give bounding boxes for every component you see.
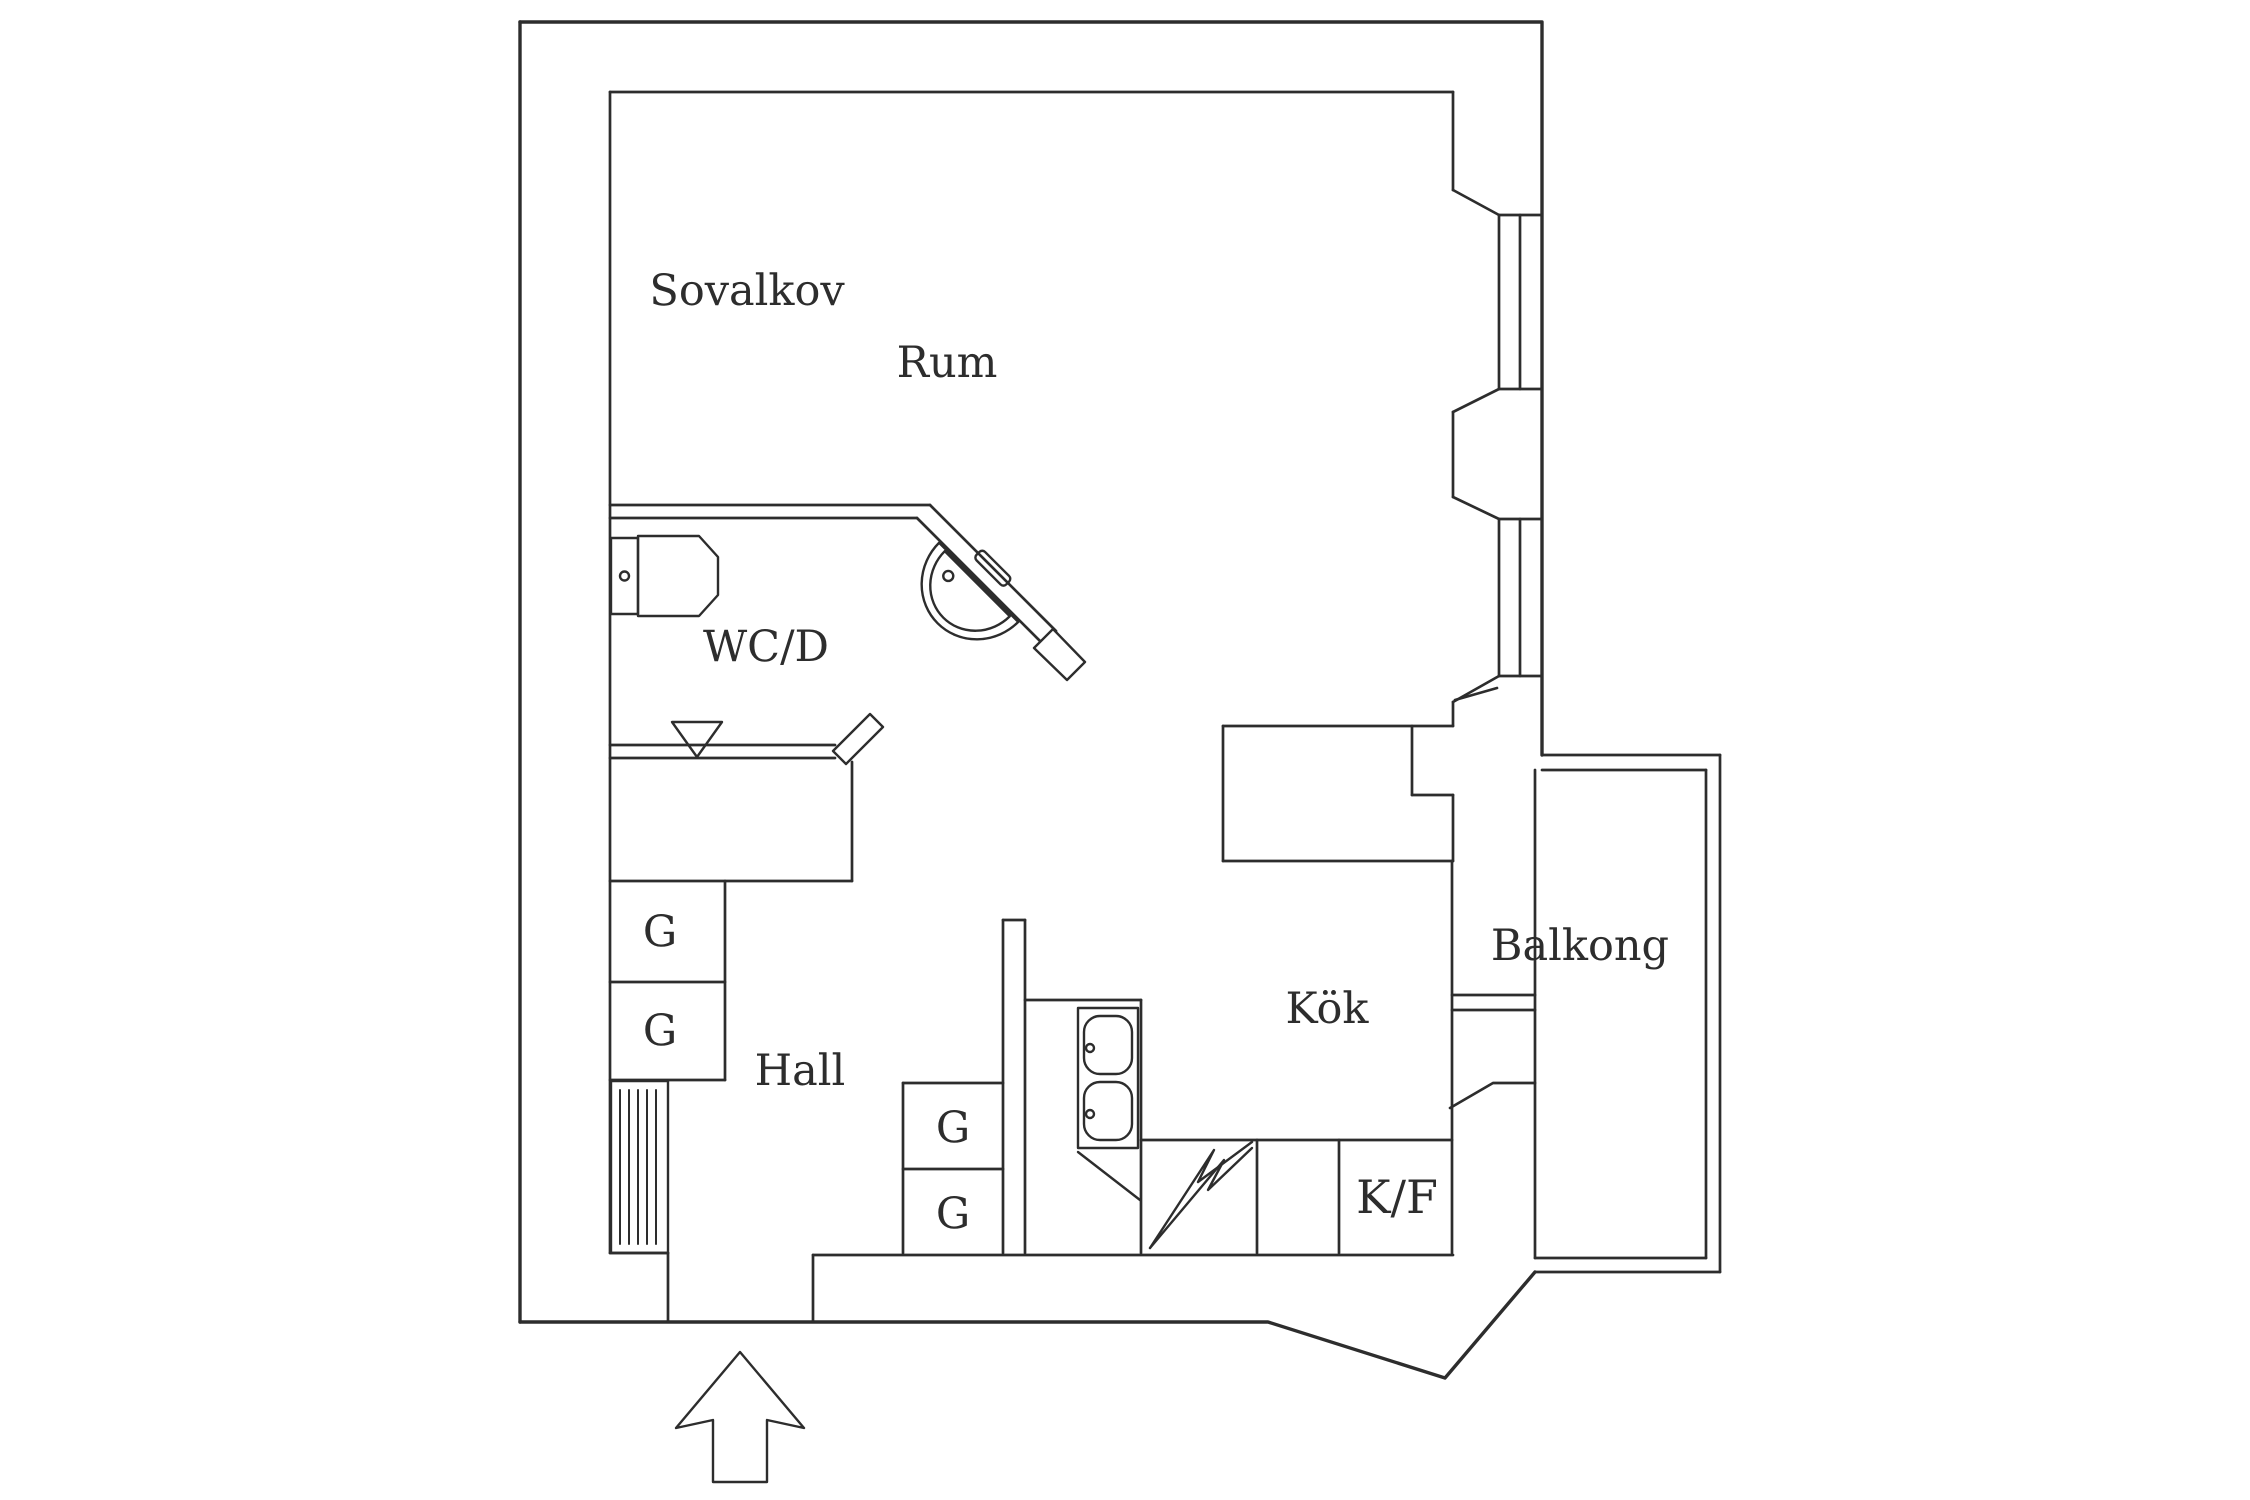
window-bay-upper — [1451, 188, 1544, 414]
outer-walls — [518, 20, 1544, 1380]
label-hall: Hall — [755, 1046, 846, 1096]
label-rum: Rum — [897, 338, 998, 388]
counter-chamfer — [1076, 1150, 1142, 1202]
label-closet-3: G — [936, 1103, 970, 1153]
label-closet-2: G — [643, 1006, 677, 1056]
entrance-arrow-icon — [674, 1350, 806, 1484]
label-closet-4: G — [936, 1189, 970, 1239]
room-labels: Sovalkov Rum WC/D Hall Kök Balkong — [649, 266, 1669, 1096]
washbasin-icon — [920, 541, 1020, 641]
label-sovalkov: Sovalkov — [649, 266, 845, 316]
balcony-structure — [1448, 686, 1722, 1274]
kitchen-sink-counter — [1023, 998, 1143, 1255]
inner-wall-faces — [608, 90, 1455, 1324]
wcd-door-post — [831, 712, 885, 766]
kitchen-tall-unit — [1221, 724, 1455, 863]
label-fridge-freezer: K/F — [1356, 1170, 1438, 1224]
label-closet-1: G — [643, 907, 677, 957]
angled-wall-end-cap — [1032, 627, 1087, 682]
balcony-door-bottom-jamb — [1448, 1081, 1537, 1110]
stove-lightning-icon — [1148, 1140, 1254, 1250]
label-kok: Kök — [1286, 984, 1370, 1034]
wcd-walls — [608, 503, 1087, 883]
balcony-door-top-reveal — [1453, 686, 1499, 702]
faucet-icon — [974, 549, 1012, 587]
hall-closets-right — [901, 1081, 1005, 1255]
label-wcd: WC/D — [703, 622, 829, 672]
toilet-icon — [609, 534, 720, 618]
kitchen-divider-wall — [1001, 918, 1027, 1255]
closet-labels: G G G G — [643, 907, 970, 1239]
wcd-fixtures — [609, 534, 1020, 759]
double-sink-icon — [1076, 1006, 1140, 1150]
label-balkong: Balkong — [1491, 921, 1669, 971]
window-bay-lower — [1451, 495, 1544, 704]
kitchen-counter-row — [1139, 1138, 1454, 1255]
radiator-icon — [609, 1079, 670, 1255]
door-threshold-triangle-icon — [670, 720, 724, 759]
